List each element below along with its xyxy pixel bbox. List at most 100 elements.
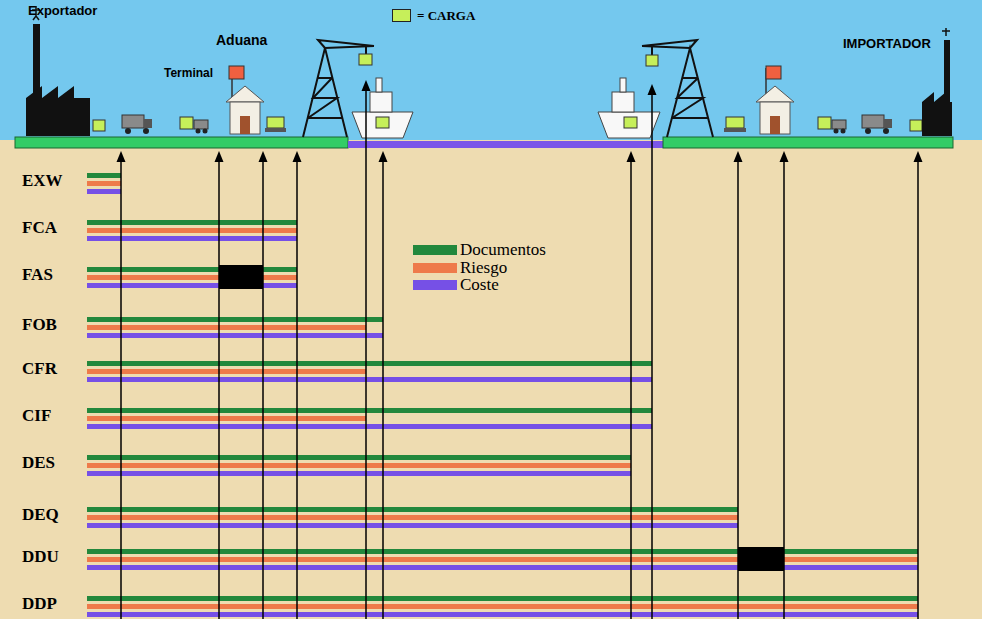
cargo-box	[646, 55, 658, 66]
flag	[229, 66, 244, 79]
ship-funnel	[376, 78, 382, 92]
cargo-box	[818, 117, 831, 129]
term-bar	[87, 565, 918, 570]
arrowhead	[362, 80, 371, 91]
door	[240, 116, 250, 134]
incoterm-label: DES	[22, 453, 55, 473]
black-block	[219, 265, 263, 289]
arrowhead	[215, 151, 224, 162]
term-bar	[87, 377, 652, 382]
pointer-line	[630, 159, 632, 619]
pallet	[265, 128, 286, 132]
wheel	[143, 128, 149, 134]
cargo-box	[726, 117, 744, 128]
term-bar	[87, 523, 738, 528]
factory-building	[26, 86, 90, 136]
cargo-box	[910, 120, 922, 131]
cargo-box	[267, 117, 284, 128]
cargo-box	[93, 120, 105, 131]
party-label: Exportador	[28, 3, 97, 19]
land-strip	[15, 137, 348, 148]
incoterm-label: CIF	[22, 406, 51, 426]
term-bar	[87, 236, 297, 241]
arrowhead	[648, 84, 657, 95]
pointer-line	[382, 159, 384, 619]
wheel	[196, 129, 201, 134]
cargo-box	[359, 54, 372, 65]
ship-funnel	[620, 78, 626, 92]
door	[770, 116, 780, 134]
legend-swatch	[392, 9, 411, 22]
pointer-line	[917, 159, 919, 619]
term-bar	[87, 408, 652, 413]
house-roof	[226, 86, 264, 102]
pointer-line	[365, 88, 367, 619]
factory-figure	[942, 28, 950, 36]
term-bar	[87, 228, 297, 233]
pointer-line	[296, 159, 298, 619]
legend-swatch	[413, 263, 457, 273]
block-group	[219, 265, 784, 571]
arrow-group	[117, 80, 923, 619]
ship-bridge	[370, 92, 392, 112]
arrowhead	[627, 151, 636, 162]
incoterm-label: DDU	[22, 547, 59, 567]
term-bar	[87, 424, 652, 429]
pallet	[724, 128, 746, 132]
term-bar	[87, 515, 738, 520]
incoterm-label: CFR	[22, 359, 57, 379]
wheel	[203, 129, 208, 134]
legend-text: Coste	[460, 275, 499, 295]
pointer-line	[783, 159, 785, 619]
cargo-box	[376, 117, 389, 128]
legend-text: Documentos	[460, 240, 546, 260]
pointer-line	[651, 92, 653, 619]
term-bar	[87, 361, 652, 366]
term-bar	[87, 325, 366, 330]
cargo-box	[624, 117, 637, 128]
term-bar	[87, 416, 366, 421]
truck-cab	[884, 119, 892, 128]
forklift	[832, 120, 846, 129]
pointer-line	[262, 159, 264, 619]
ship-hull	[598, 112, 660, 138]
term-bar	[87, 596, 918, 601]
place-label: Terminal	[164, 66, 213, 81]
customs-house	[760, 102, 790, 134]
term-bar	[87, 612, 918, 617]
term-bar	[87, 557, 918, 562]
term-bar	[87, 283, 297, 288]
term-bar	[87, 369, 366, 374]
flag	[766, 66, 781, 79]
arrowhead	[117, 151, 126, 162]
arrowhead	[259, 151, 268, 162]
term-bar	[87, 549, 918, 554]
sky	[0, 0, 982, 140]
incoterm-label: DDP	[22, 594, 57, 614]
house-roof	[756, 86, 794, 102]
term-bar	[87, 189, 121, 194]
legend-swatch	[413, 245, 457, 255]
truck-cab	[144, 119, 152, 128]
arrowhead	[293, 151, 302, 162]
incoterm-label: EXW	[22, 171, 63, 191]
incoterm-label: FAS	[22, 265, 53, 285]
term-bar	[87, 604, 918, 609]
wheel	[125, 128, 131, 134]
legend-swatch	[413, 280, 457, 290]
term-bar	[87, 455, 631, 460]
term-bar	[87, 463, 631, 468]
place-label: Aduana	[216, 32, 267, 49]
party-label: IMPORTADOR	[843, 36, 931, 52]
arrowhead	[780, 151, 789, 162]
term-bar	[87, 181, 121, 186]
arrowhead	[734, 151, 743, 162]
incoterm-label: FCA	[22, 218, 57, 238]
incoterm-label: DEQ	[22, 505, 59, 525]
customs-house	[230, 102, 260, 134]
truck	[122, 115, 144, 128]
wheel	[865, 128, 871, 134]
ship-hull	[352, 112, 413, 138]
term-bar	[87, 507, 738, 512]
